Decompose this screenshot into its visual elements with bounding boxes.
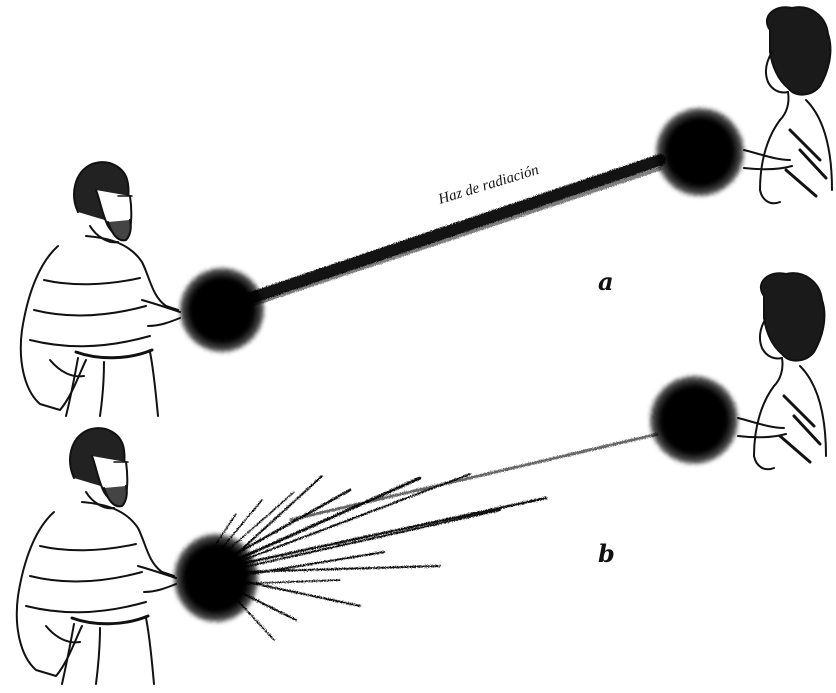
radiation-source-blob-a bbox=[178, 266, 266, 354]
panel-a: Haz de radiación a bbox=[21, 7, 832, 416]
panel-label-b: b bbox=[598, 539, 615, 568]
man-figure-a bbox=[21, 162, 180, 416]
radiation-source-blob-b bbox=[172, 532, 260, 624]
man-figure-b bbox=[17, 428, 176, 684]
weak-beam-b bbox=[290, 434, 658, 520]
panel-b: b bbox=[17, 273, 826, 684]
radiation-receiver-blob-b bbox=[648, 374, 740, 466]
woman-figure-a bbox=[744, 7, 832, 203]
panel-label-a: a bbox=[598, 267, 614, 296]
woman-figure-b bbox=[738, 273, 826, 469]
radiation-receiver-blob-a bbox=[654, 106, 746, 198]
